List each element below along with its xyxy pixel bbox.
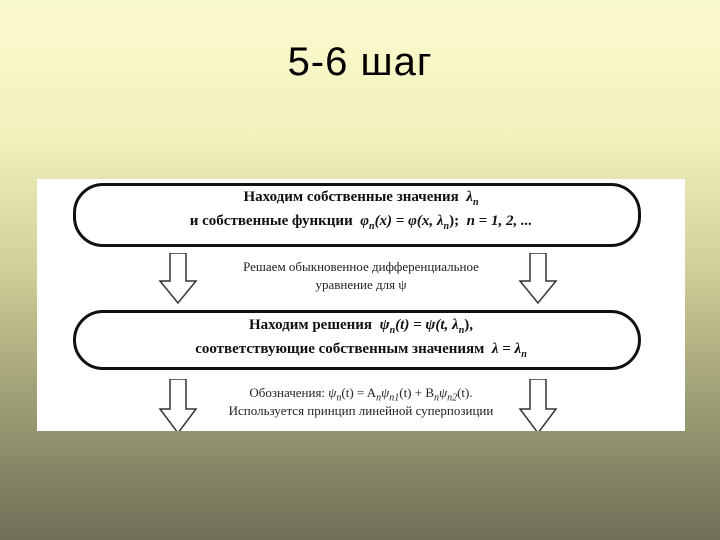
solutions-line-1: Находим решения ψn(t) = ψ(t, λn), (37, 317, 685, 336)
superposition-mid: (t) + B (399, 385, 435, 400)
superposition-psi: ψ (328, 385, 337, 400)
superposition-sub-4: n (434, 392, 440, 404)
solutions-line-2-text: соответствующие собственным значениям (195, 341, 485, 357)
lambda-symbol: λ (466, 189, 473, 205)
diagram-panel: Находим собственные значения λn и собств… (37, 179, 685, 431)
superposition-end: (t). (457, 385, 473, 400)
superposition-psi2: ψ (439, 385, 448, 400)
eigenfunctions-text: и собственные функции (189, 213, 353, 229)
eigenvalues-line-1: Находим собственные значения λn (37, 189, 685, 208)
solutions-box (73, 310, 641, 370)
down-arrow-left-1 (158, 253, 198, 305)
note-1-line-2: уравнение для ψ (315, 277, 407, 292)
superposition-rest: (t) = A (341, 385, 377, 400)
eigenvalues-line-2: и собственные функции φn(x) = φ(x, λn); … (37, 213, 685, 232)
phi-formula-rest: (x) = φ(x, λ (374, 213, 444, 229)
lambda-sub: n (472, 197, 479, 208)
n-range: n = 1, 2, ... (466, 213, 533, 229)
slide-title: 5-6 шаг (287, 40, 433, 84)
solutions-line-1-text: Находим решения (248, 317, 373, 333)
down-arrow-right-2 (518, 379, 558, 431)
note-2-line-2: Используется принцип линейной суперпозиц… (228, 403, 494, 418)
psi-formula-end: ), (464, 317, 474, 333)
superposition-sub-2: n (376, 392, 382, 404)
lambda-eq-sub: n (521, 349, 527, 360)
lambda-eq-formula: λ = λ (491, 341, 522, 357)
down-arrow-left-2 (158, 379, 198, 431)
note-2-line-1: Обозначения: ψn(t) = Anψn1(t) + Bnψn2(t)… (37, 385, 685, 404)
psi-formula: ψ (379, 317, 390, 333)
phi-sub-2: n (443, 221, 450, 232)
psi-sub: n (389, 325, 396, 336)
phi-formula-end: ); (449, 213, 460, 229)
note-1-line-1: Решаем обыкновенное дифференциальное (243, 259, 479, 274)
notation-label: Обозначения: (249, 385, 326, 400)
superposition-sub-5: n2 (447, 392, 458, 404)
down-arrow-right-1 (518, 253, 558, 305)
psi-sub-2: n (458, 325, 465, 336)
superposition-sub-3: n1 (389, 392, 400, 404)
eigenvalues-box (73, 183, 641, 247)
phi-sub: n (369, 221, 375, 232)
superposition-psi1: ψ (381, 385, 390, 400)
phi-formula: φ (360, 213, 369, 229)
psi-formula-rest: (t) = ψ(t, λ (395, 317, 459, 333)
eigenvalues-line-1-text: Находим собственные значения (243, 189, 459, 205)
solutions-line-2: соответствующие собственным значениям λ … (37, 341, 685, 360)
superposition-sub-1: n (336, 392, 342, 404)
